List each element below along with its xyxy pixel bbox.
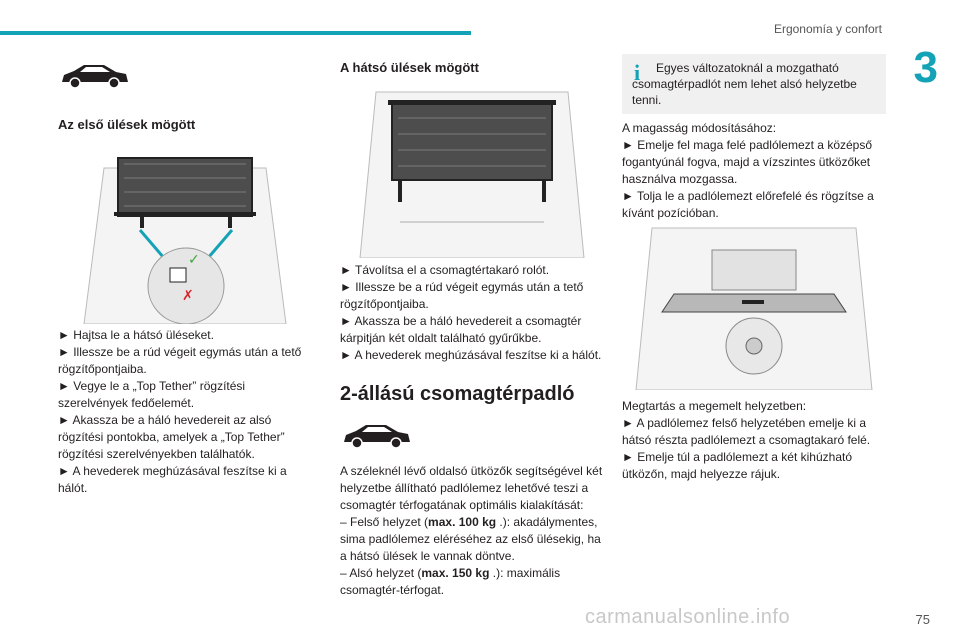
info-box: i Egyes változatoknál a mozgatható csoma… bbox=[622, 54, 886, 114]
svg-text:✓: ✓ bbox=[188, 252, 200, 268]
step-item: ► Illessze be a rúd végeit egymás után a… bbox=[58, 345, 302, 376]
figure-rear-seats-net bbox=[340, 82, 604, 258]
step-item: ► Akassza be a háló hevedereit az alsó r… bbox=[58, 413, 285, 461]
figure-front-seats-net: ✓ ✗ bbox=[74, 138, 296, 324]
car-icon bbox=[344, 425, 410, 449]
floor-position-upper: – Felső helyzet (max. 100 kg .): akadály… bbox=[340, 515, 601, 563]
step-item: ► A hevederek meghúzásával feszítse ki a… bbox=[340, 348, 602, 362]
heading-rear-seats: A hátsó ülések mögött bbox=[340, 60, 479, 75]
step-item: ► A padlólemez felső helyzetében emelje … bbox=[622, 416, 871, 447]
step-item: ► Illessze be a rúd végeit egymás után a… bbox=[340, 280, 584, 311]
floor-description: A széleknél lévő oldalsó ütközők segítsé… bbox=[340, 463, 606, 599]
heading-front-seats: Az első ülések mögött bbox=[58, 117, 196, 132]
svg-text:✗: ✗ bbox=[182, 288, 194, 304]
hold-position-text: Megtartás a megemelt helyzetben: ► A pad… bbox=[622, 398, 886, 483]
step-item: ► Hajtsa le a hátsó üléseket. bbox=[58, 328, 214, 342]
hold-intro: Megtartás a megemelt helyzetben: bbox=[622, 399, 807, 413]
step-list-front: ► Hajtsa le a hátsó üléseket. ► Illessze… bbox=[58, 327, 310, 497]
step-item: ► Akassza be a háló hevedereit a csomagt… bbox=[340, 314, 582, 345]
info-icon: i bbox=[634, 60, 641, 85]
step-item: ► Vegye le a „Top Tether” rögzítési szer… bbox=[58, 379, 246, 410]
section-heading-floor: 2-állású csomagtérpadló bbox=[340, 383, 575, 405]
chapter-number: 3 bbox=[913, 43, 938, 92]
info-text: Egyes változatoknál a mozgatható csomagt… bbox=[632, 61, 857, 107]
section-title: Ergonomía y confort bbox=[773, 22, 882, 36]
floor-position-lower: – Alsó helyzet (max. 150 kg .): maximáli… bbox=[340, 566, 561, 597]
car-icon bbox=[62, 65, 128, 89]
watermark: carmanualsonline.info bbox=[585, 606, 791, 628]
header-accent-bar bbox=[0, 31, 471, 35]
floor-intro: A széleknél lévő oldalsó ütközők segítsé… bbox=[340, 464, 603, 512]
page-number: 75 bbox=[915, 612, 930, 627]
height-intro: A magasság módosításához: bbox=[622, 121, 777, 135]
step-item: ► Emelje fel maga felé padlólemezt a köz… bbox=[622, 138, 873, 186]
figure-boot-floor bbox=[622, 220, 886, 390]
step-list-rear: ► Távolítsa el a csomagtértakaró rolót. … bbox=[340, 262, 606, 364]
step-item: ► Emelje túl a padlólemezt a két kihúzha… bbox=[622, 450, 852, 481]
step-item: ► Távolítsa el a csomagtértakaró rolót. bbox=[340, 263, 550, 277]
step-item: ► Tolja le a padlólemezt előrefelé és rö… bbox=[622, 189, 874, 220]
height-adjust-text: A magasság módosításához: ► Emelje fel m… bbox=[622, 120, 886, 222]
step-item: ► A hevederek meghúzásával feszítse ki a… bbox=[58, 464, 287, 495]
